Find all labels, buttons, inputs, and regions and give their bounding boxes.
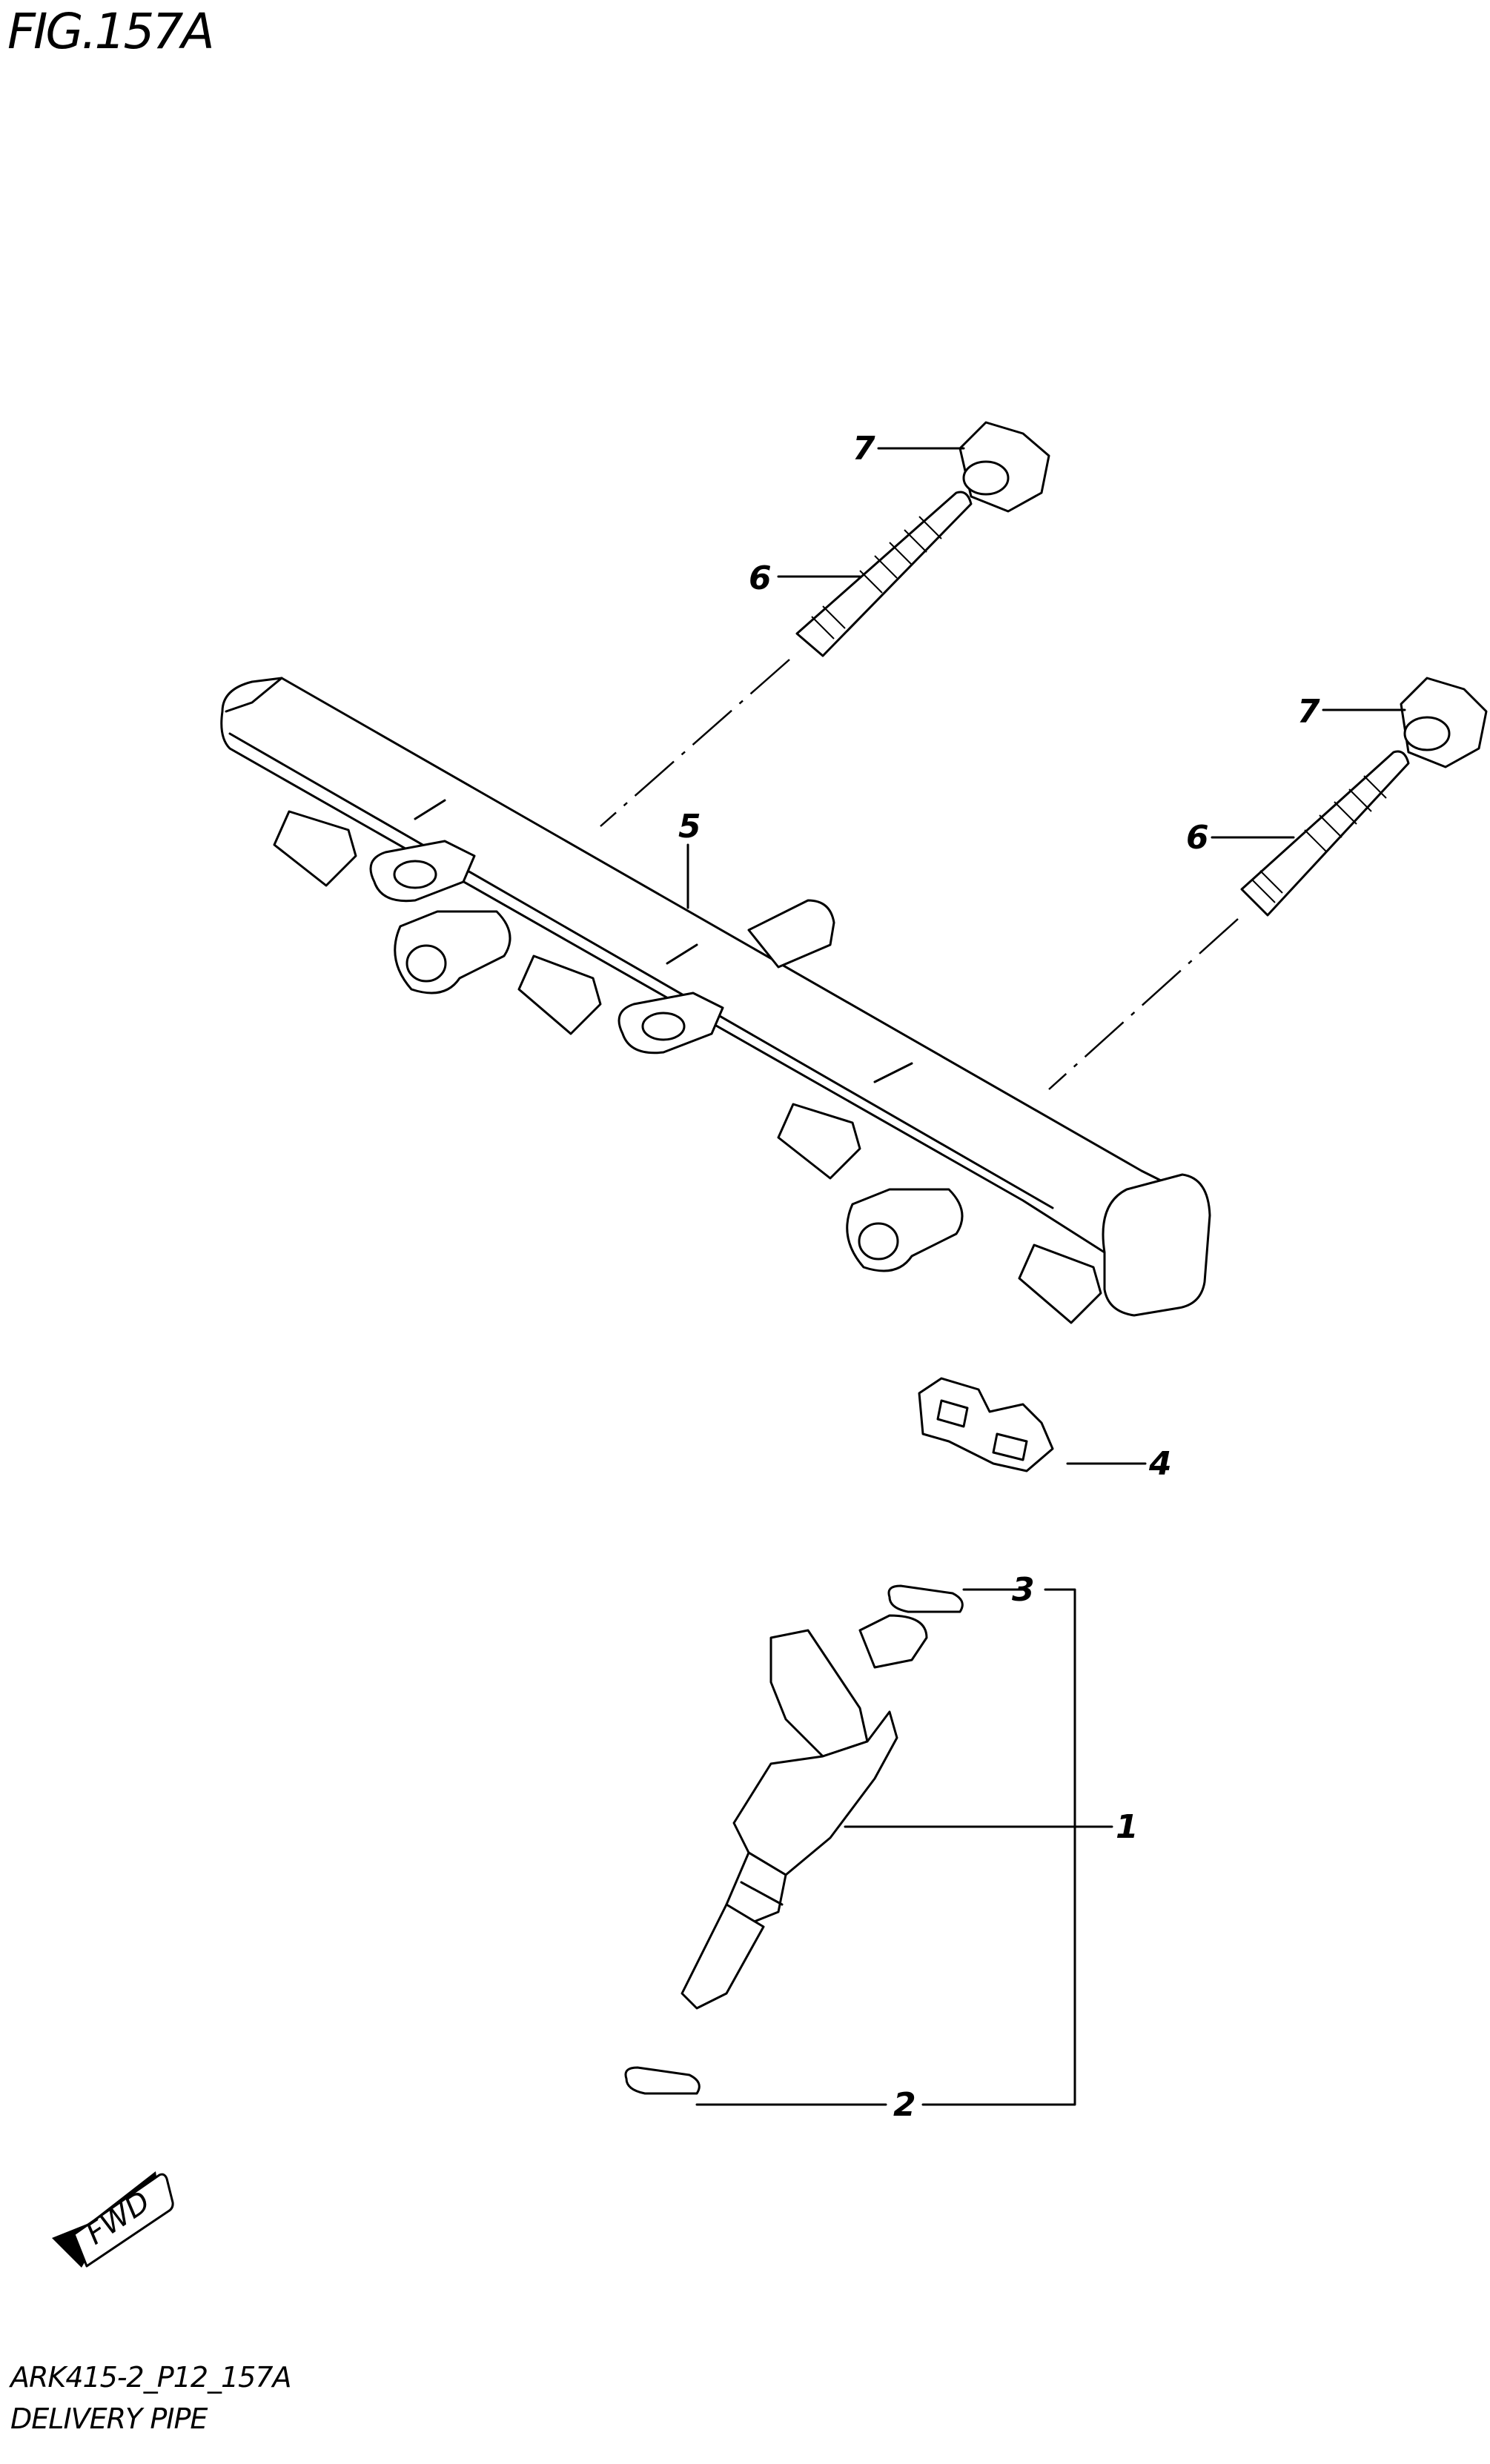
callout-5: 5	[678, 808, 701, 846]
inlet-pipe	[747, 899, 835, 969]
callout-6-upper: 6	[749, 559, 772, 597]
callout-6-lower: 6	[1186, 819, 1209, 857]
assembly-line-lower	[1048, 918, 1239, 1090]
injector-clip	[918, 1377, 1054, 1472]
pipe-cup-1	[273, 810, 357, 887]
callout-7-lower: 7	[1297, 693, 1320, 731]
rail-seam-2	[666, 943, 698, 965]
assembly-line-upper	[600, 659, 790, 827]
callout-3: 3	[1012, 1571, 1035, 1609]
callout-1: 1	[1116, 1808, 1139, 1846]
flange-nut-lower	[1400, 677, 1488, 768]
o-ring-upper	[887, 1584, 964, 1613]
flange-nut-upper	[958, 421, 1050, 513]
pipe-cup-4	[1018, 1243, 1102, 1324]
figure-name: DELIVERY PIPE	[10, 2402, 208, 2435]
stud-bolt-upper	[795, 491, 973, 657]
fuel-injector	[681, 1614, 928, 2010]
fwd-arrow-icon: FWD	[52, 2171, 174, 2268]
delivery-pipe	[220, 677, 1211, 1324]
rail-end-cap	[1102, 1173, 1211, 1317]
rail-body	[220, 677, 1188, 1254]
fitting-1-bore	[405, 944, 447, 983]
leader-lines	[686, 447, 1406, 2106]
o-ring-lower	[624, 2066, 701, 2095]
bracket-2-hole	[641, 1012, 686, 1041]
stud-bolt-lower	[1240, 750, 1410, 917]
bracket-1-hole	[393, 860, 437, 889]
rail-seam-3	[873, 1062, 913, 1083]
callout-4: 4	[1148, 1445, 1172, 1483]
figure-title: FIG.157A	[7, 3, 215, 60]
callout-7-upper: 7	[852, 430, 875, 468]
rail-edge-line	[228, 732, 1054, 1209]
rail-end-left	[225, 677, 283, 713]
rail-seam-1	[414, 799, 446, 820]
figure-code: ARK415-2_P12_157A	[10, 2361, 292, 2394]
pipe-cup-3	[777, 1103, 861, 1180]
pipe-cup-2	[517, 954, 602, 1035]
callout-2: 2	[893, 2086, 916, 2124]
fitting-2-bore	[858, 1222, 899, 1261]
